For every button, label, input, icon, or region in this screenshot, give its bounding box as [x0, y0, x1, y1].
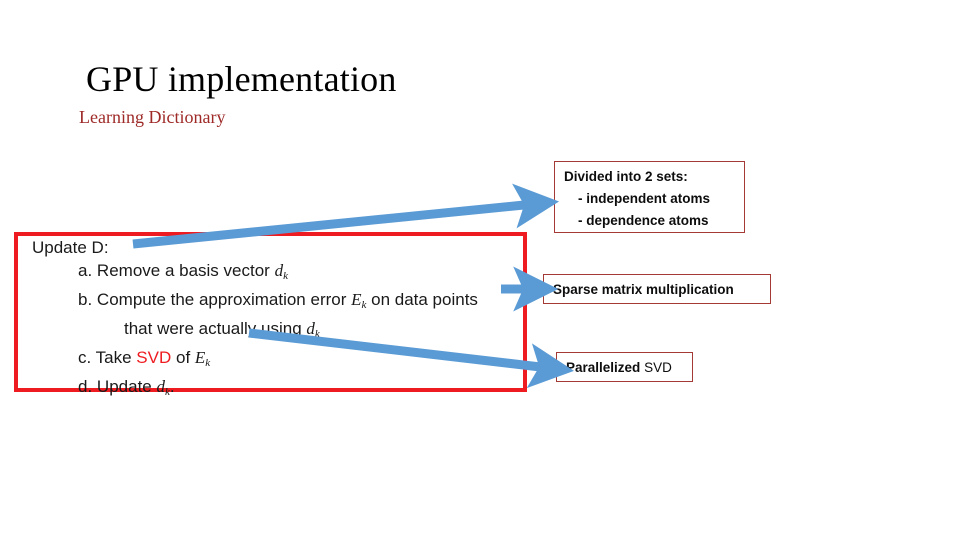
page-subtitle: Learning Dictionary [79, 107, 226, 127]
step-b-subscript: k [361, 299, 367, 311]
step-b-cont-subscript: k [314, 328, 320, 340]
algorithm-step-a: a. Remove a basis vector dk [32, 259, 532, 288]
algorithm-step-c: c. Take SVD of Ek [32, 346, 532, 375]
step-d-label: d. [78, 377, 93, 396]
step-b-cont-text: that were actually using [124, 319, 307, 338]
algorithm-step-b-cont: that were actually using dk [32, 317, 532, 346]
annotation-line-1: Divided into 2 sets: [564, 169, 688, 184]
algorithm-step-b: b. Compute the approximation error Ek on… [32, 288, 532, 317]
step-d-text-after: . [169, 377, 175, 396]
annotation-svd-word-3: SVD [644, 360, 672, 375]
step-b-text-after: on data points [366, 290, 478, 309]
step-c-subscript: k [205, 357, 211, 369]
annotation-divided-into-sets: Divided into 2 sets: - independent atoms… [554, 161, 745, 233]
step-a-text: Remove a basis vector [96, 261, 275, 280]
algorithm-text: Update D: a. Remove a basis vector dk b.… [32, 236, 532, 404]
annotation-sparse-label: Sparse matrix multiplication [553, 282, 734, 297]
step-a-subscript: k [283, 270, 288, 282]
algorithm-step-d: d. Update dk. [32, 375, 532, 404]
step-b-label: b. [78, 290, 93, 309]
annotation-line-2: - independent atoms [578, 191, 711, 206]
annotation-sparse-matrix-multiplication: Sparse matrix multiplication [543, 274, 771, 304]
step-c-text-mid: of [171, 348, 195, 367]
annotation-parallelized-svd: Parallelized SVD [556, 352, 693, 382]
step-d-subscript: k [164, 386, 170, 398]
step-c-label: c. [78, 348, 92, 367]
annotation-svd-label: Parallelized SVD [566, 357, 683, 378]
page-title: GPU implementation [86, 59, 397, 99]
step-c-text: Take [95, 348, 137, 367]
step-a-symbol: d [274, 261, 284, 280]
annotation-svd-word-1: Parallelized [566, 360, 641, 375]
algorithm-heading: Update D: [32, 238, 109, 257]
step-d-text: Update [96, 377, 157, 396]
step-b-text: Compute the approximation error [96, 290, 352, 309]
step-a-label: a. [78, 261, 93, 280]
step-c-symbol: E [194, 348, 206, 367]
step-b-symbol: E [351, 290, 362, 309]
step-b-cont-symbol: d [306, 319, 315, 338]
annotation-line-3: - dependence atoms [578, 213, 709, 228]
step-c-svd-highlight: SVD [136, 348, 172, 367]
step-d-symbol: d [156, 377, 165, 396]
